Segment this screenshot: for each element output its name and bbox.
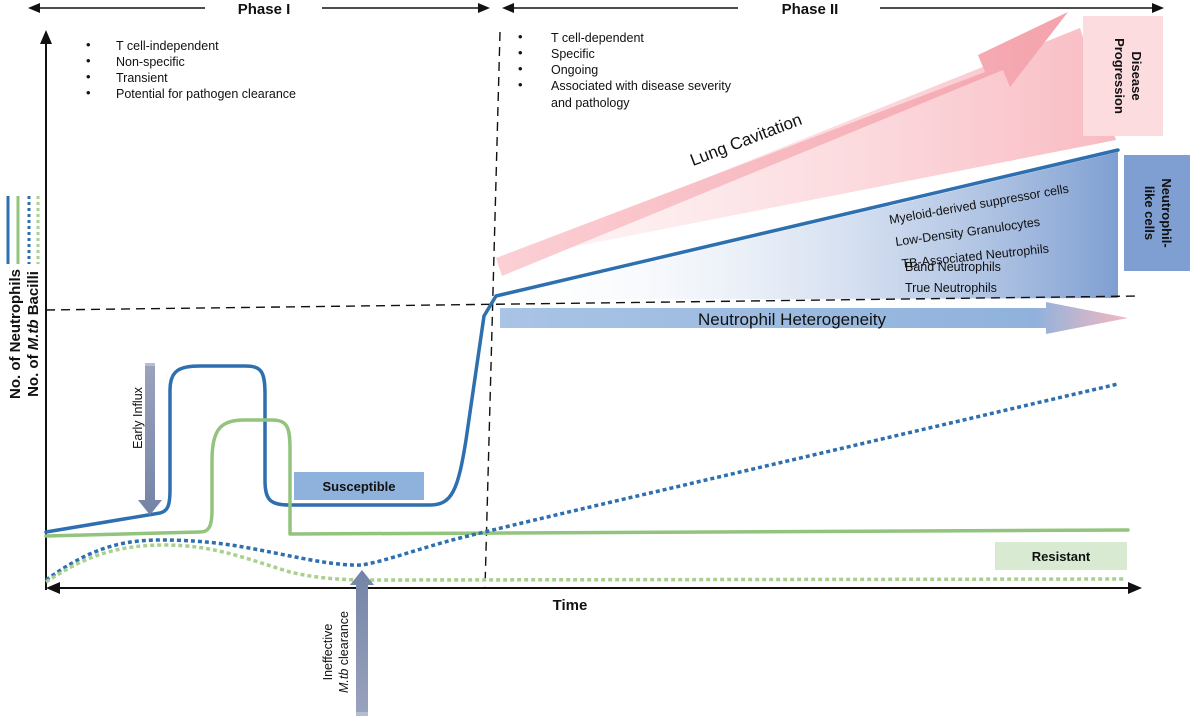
susceptible-box: Susceptible <box>294 472 424 500</box>
phase-2-bullet: T cell-dependent <box>551 31 644 45</box>
phase-2-bullet-continued: and pathology <box>551 96 630 110</box>
disease-progression-label-2: Progression <box>1112 38 1127 114</box>
svg-text:•: • <box>86 53 91 68</box>
svg-text:•: • <box>86 37 91 52</box>
ineffective-clearance-label-1: Ineffective <box>321 624 335 681</box>
phase-1-bullets: • T cell-independent • Non-specific • Tr… <box>86 37 296 101</box>
ineffective-clearance-arrow: Ineffective M.tb clearance <box>321 570 374 716</box>
phase-1-bullet: Potential for pathogen clearance <box>116 87 296 101</box>
resistant-box: Resistant <box>995 542 1127 570</box>
svg-text:•: • <box>518 45 523 60</box>
susceptible-bacilli-curve <box>44 382 1119 582</box>
phase-1-bullet: T cell-independent <box>116 39 219 53</box>
phase-2-bullet: Ongoing <box>551 63 598 77</box>
neutrophil-like-fan <box>490 152 1118 300</box>
threshold-line <box>45 295 1141 311</box>
svg-text:•: • <box>518 61 523 76</box>
resistant-neutrophil-curve <box>44 418 1130 538</box>
neutrophil-like-label-2: like cells <box>1142 186 1157 240</box>
neutrophil-heterogeneity-arrow: Neutrophil Heterogeneity <box>500 302 1128 334</box>
ineffective-clearance-label-2: M.tb clearance <box>337 611 351 693</box>
svg-text:•: • <box>86 69 91 84</box>
resistant-label: Resistant <box>1032 549 1091 564</box>
phase-1-bullet: Transient <box>116 71 168 85</box>
y-axis-label-neutrophils: No. of Neutrophils <box>7 269 24 399</box>
neutrophil-like-cells-box: Neutrophil- like cells <box>1124 155 1190 271</box>
phase-1-bullet: Non-specific <box>116 55 185 69</box>
neutrophil-heterogeneity-label: Neutrophil Heterogeneity <box>698 310 887 329</box>
phase-divider-line <box>484 31 501 589</box>
disease-progression-label-1: Disease <box>1129 51 1144 100</box>
early-influx-label: Early Influx <box>131 386 145 449</box>
phase-header: Phase I Phase II <box>28 1 1164 18</box>
neutrophil-type-item-band: Band Neutrophils <box>905 260 1001 274</box>
susceptible-neutrophil-curve <box>44 148 1120 534</box>
neutrophil-type-item: True Neutrophils <box>905 281 997 295</box>
phase-2-bullet: Associated with disease severity <box>551 79 732 93</box>
phase-1-title: Phase I <box>238 1 291 18</box>
phase-2-title: Phase II <box>782 1 839 18</box>
susceptible-label: Susceptible <box>323 479 396 494</box>
disease-progression-box: Disease Progression <box>1083 16 1163 136</box>
svg-text:•: • <box>518 29 523 44</box>
svg-text:•: • <box>518 77 523 92</box>
phase-2-bullets: • T cell-dependent • Specific • Ongoing … <box>518 29 732 110</box>
y-axis-labels: No. of Neutrophils No. of M.tb Bacilli <box>7 269 42 399</box>
resistant-bacilli-curve <box>45 543 1127 584</box>
phase-2-bullet: Specific <box>551 47 595 61</box>
neutrophil-like-label-1: Neutrophil- <box>1159 178 1174 247</box>
svg-text:•: • <box>86 85 91 100</box>
y-axis-label-bacilli: No. of M.tb Bacilli <box>25 271 42 397</box>
early-influx-arrow: Early Influx <box>131 363 162 515</box>
x-axis-label: Time <box>553 597 588 614</box>
legend-line-samples <box>6 196 40 264</box>
axes: Time <box>40 30 1142 614</box>
lung-cavitation-arrow <box>496 12 1068 276</box>
